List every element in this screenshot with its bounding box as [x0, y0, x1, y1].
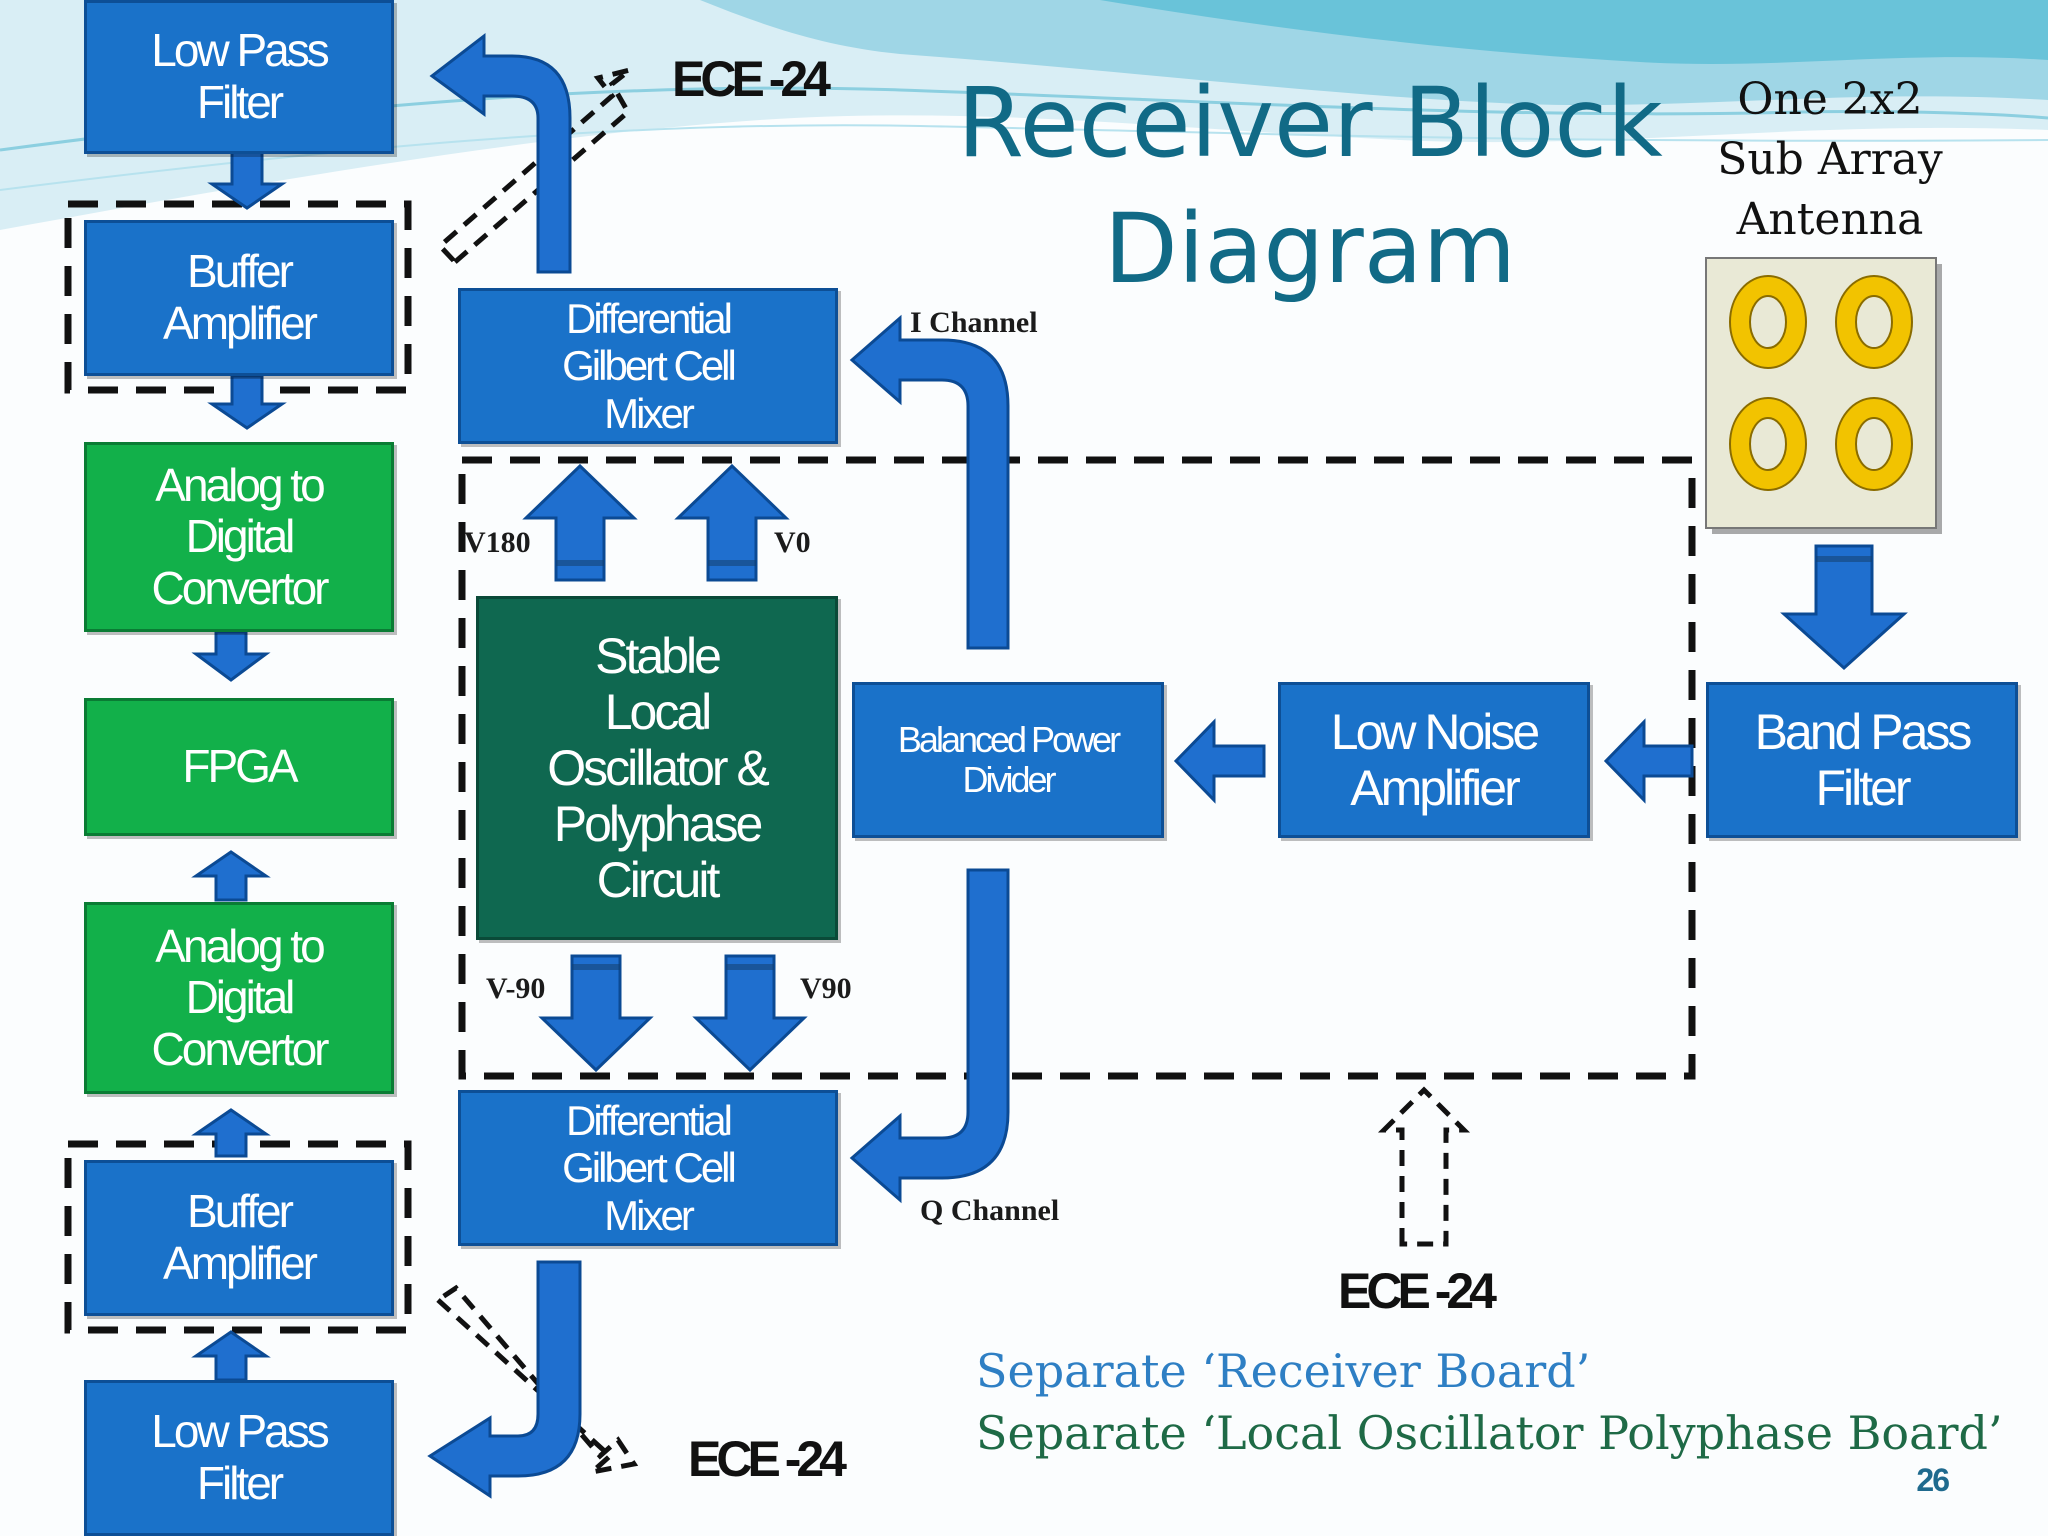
antenna-caption: One 2x2 Sub Array Antenna — [1680, 70, 1980, 250]
adc-bottom-line2: Digital — [185, 971, 296, 1024]
adc-top-line1: Analog to — [155, 458, 325, 511]
arrow-mixer-top-output — [429, 32, 572, 274]
fpga-block: FPGA — [84, 698, 394, 836]
local-oscillator-block: Stable Local Oscillator & Polyphase Circ… — [476, 596, 838, 940]
gilbert-mixer-top-line3: Mixer — [604, 389, 695, 437]
note-receiver-board: Separate ‘Receiver Board’ — [976, 1344, 1591, 1398]
adc-bottom-line3: Convertor — [151, 1022, 330, 1075]
buffer-amplifier-bottom: Buffer Amplifier — [84, 1160, 394, 1316]
low-noise-amplifier: Low Noise Amplifier — [1278, 682, 1590, 838]
gilbert-mixer-top-line1: Differential — [566, 295, 733, 343]
arrow-adc-to-fpga-top — [191, 630, 271, 682]
arrow-v180 — [522, 463, 638, 582]
low-pass-filter-top-line2: Filter — [196, 76, 284, 128]
buffer-amplifier-bottom-line1: Buffer — [187, 1185, 294, 1238]
arrow-lpf-to-buffer-top — [207, 150, 287, 210]
oscillator-line2: Local — [604, 684, 713, 740]
adc-bottom: Analog to Digital Convertor — [84, 902, 394, 1094]
arrow-v-90 — [538, 954, 654, 1073]
label-v180: V180 — [464, 526, 531, 559]
buffer-amplifier-top-line1: Buffer — [187, 245, 294, 298]
arrow-v0 — [674, 463, 790, 582]
arrow-buffer-to-adc-top — [207, 374, 287, 430]
label-i-channel: I Channel — [910, 306, 1038, 339]
ece-label-bottom: ECE -24 — [688, 1431, 847, 1487]
arrow-buffer-to-adc-bottom — [191, 1108, 271, 1158]
antenna-caption-line2: Sub Array — [1717, 134, 1943, 185]
gilbert-mixer-top-line2: Gilbert Cell — [562, 342, 737, 390]
gilbert-mixer-top: Differential Gilbert Cell Mixer — [458, 288, 838, 444]
adc-bottom-line1: Analog to — [155, 919, 325, 972]
title-line1: Receiver Block — [957, 67, 1663, 179]
low-pass-filter-bottom: Low Pass Filter — [84, 1380, 394, 1536]
antenna-panel — [1705, 257, 1942, 534]
low-pass-filter-bottom-line1: Low Pass — [151, 1405, 329, 1458]
gilbert-mixer-bottom-line1: Differential — [566, 1097, 733, 1145]
ece-pointer-top — [436, 67, 632, 266]
buffer-amplifier-top: Buffer Amplifier — [84, 220, 394, 376]
gilbert-mixer-bottom-line2: Gilbert Cell — [562, 1144, 737, 1192]
arrow-q-channel — [849, 868, 1010, 1204]
page-number: 26 — [1916, 1462, 1950, 1498]
adc-top: Analog to Digital Convertor — [84, 442, 394, 632]
low-pass-filter-top: Low Pass Filter — [84, 0, 394, 154]
adc-top-line3: Convertor — [151, 561, 330, 614]
buffer-amplifier-bottom-line2: Amplifier — [163, 1237, 318, 1289]
ece-pointer-middle — [1377, 1086, 1471, 1247]
lna-line2: Amplifier — [1350, 760, 1520, 816]
oscillator-line5: Circuit — [596, 852, 721, 908]
buffer-amplifier-top-line2: Amplifier — [163, 297, 318, 349]
arrow-antenna-to-bpf — [1780, 544, 1908, 671]
ece-pointer-bottom — [433, 1284, 639, 1477]
label-v90: V90 — [800, 972, 852, 1005]
arrow-lpf-to-buffer-bottom — [191, 1330, 271, 1382]
low-pass-filter-bottom-line2: Filter — [196, 1457, 284, 1509]
title-line2: Diagram — [1103, 193, 1517, 305]
low-pass-filter-top-line1: Low Pass — [151, 24, 329, 77]
ece-label-top: ECE -24 — [672, 51, 831, 107]
arrow-lna-to-divider — [1173, 718, 1266, 804]
balanced-power-divider: Balanced Power Divider — [852, 682, 1164, 838]
band-pass-filter: Band Pass Filter — [1706, 682, 2018, 838]
arrow-bpf-to-lna — [1603, 718, 1694, 804]
bpf-line2: Filter — [1815, 760, 1911, 816]
label-v-90: V-90 — [486, 972, 546, 1005]
slide-title: Receiver Block Diagram — [930, 60, 1690, 312]
board-notes: Separate ‘Receiver Board’ Separate ‘Loca… — [976, 1340, 2003, 1464]
arrow-i-channel — [849, 314, 1010, 650]
fpga-label: FPGA — [182, 740, 298, 793]
oscillator-line3: Oscillator & — [547, 740, 770, 796]
power-divider-line2: Divider — [962, 759, 1056, 800]
label-q-channel: Q Channel — [920, 1194, 1060, 1227]
ece-label-middle: ECE -24 — [1338, 1263, 1497, 1319]
note-lo-board: Separate ‘Local Oscillator Polyphase Boa… — [976, 1406, 2003, 1460]
arrow-v90 — [692, 954, 808, 1073]
arrow-mixer-bottom-output — [427, 1260, 582, 1499]
antenna-caption-line3: Antenna — [1736, 194, 1924, 245]
antenna-caption-line1: One 2x2 — [1737, 74, 1923, 125]
label-v0: V0 — [774, 526, 811, 559]
power-divider-line1: Balanced Power — [897, 718, 1121, 760]
lna-line1: Low Noise — [1330, 704, 1540, 760]
oscillator-line1: Stable — [595, 628, 722, 684]
arrow-adc-to-fpga-bottom — [191, 850, 271, 902]
gilbert-mixer-bottom-line3: Mixer — [604, 1191, 695, 1239]
oscillator-line4: Polyphase — [553, 796, 763, 852]
bpf-line1: Band Pass — [1754, 704, 1973, 760]
adc-top-line2: Digital — [185, 510, 296, 563]
gilbert-mixer-bottom: Differential Gilbert Cell Mixer — [458, 1090, 838, 1246]
